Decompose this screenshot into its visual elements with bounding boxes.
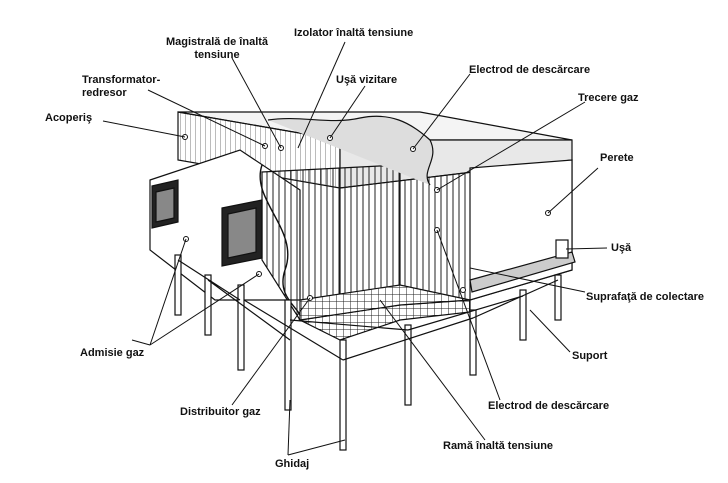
- label-transformator-line1: Transformator-: [82, 74, 161, 86]
- label-trecere-gaz: Trecere gaz: [578, 92, 639, 104]
- label-usa-vizitare: Uşă vizitare: [336, 74, 398, 86]
- label-acoperis: Acoperiş: [45, 112, 93, 124]
- label-suport: Suport: [572, 350, 608, 362]
- support-legs: [174, 254, 562, 451]
- label-electrod-top: Electrod de descărcare: [469, 64, 591, 76]
- callout-dots: [182, 134, 551, 301]
- label-ghidaj: Ghidaj: [275, 458, 310, 470]
- label-usa: Uşă: [611, 242, 632, 254]
- label-distribuitor: Distribuitor gaz: [180, 406, 261, 418]
- leader-lines: [102, 41, 608, 456]
- label-perete: Perete: [600, 152, 634, 164]
- label-magistrala-line1: Magistrală de înaltă: [165, 36, 269, 48]
- label-izolator: Izolator înaltă tensiune: [294, 27, 414, 39]
- precipitator-body: [149, 115, 576, 341]
- label-suprafata: Suprafaţă de colectare: [586, 291, 704, 303]
- label-rama: Ramă înaltă tensiune: [443, 440, 554, 452]
- label-admisie: Admisie gaz: [80, 347, 145, 359]
- label-transformator-line2: redresor: [82, 87, 127, 99]
- label-magistrala-line2: tensiune: [194, 49, 240, 61]
- label-transformator: Transformator- redresor: [82, 74, 160, 100]
- label-electrod-bottom: Electrod de descărcare: [488, 400, 610, 412]
- label-magistrala: Magistrală de înaltă tensiune: [152, 36, 282, 62]
